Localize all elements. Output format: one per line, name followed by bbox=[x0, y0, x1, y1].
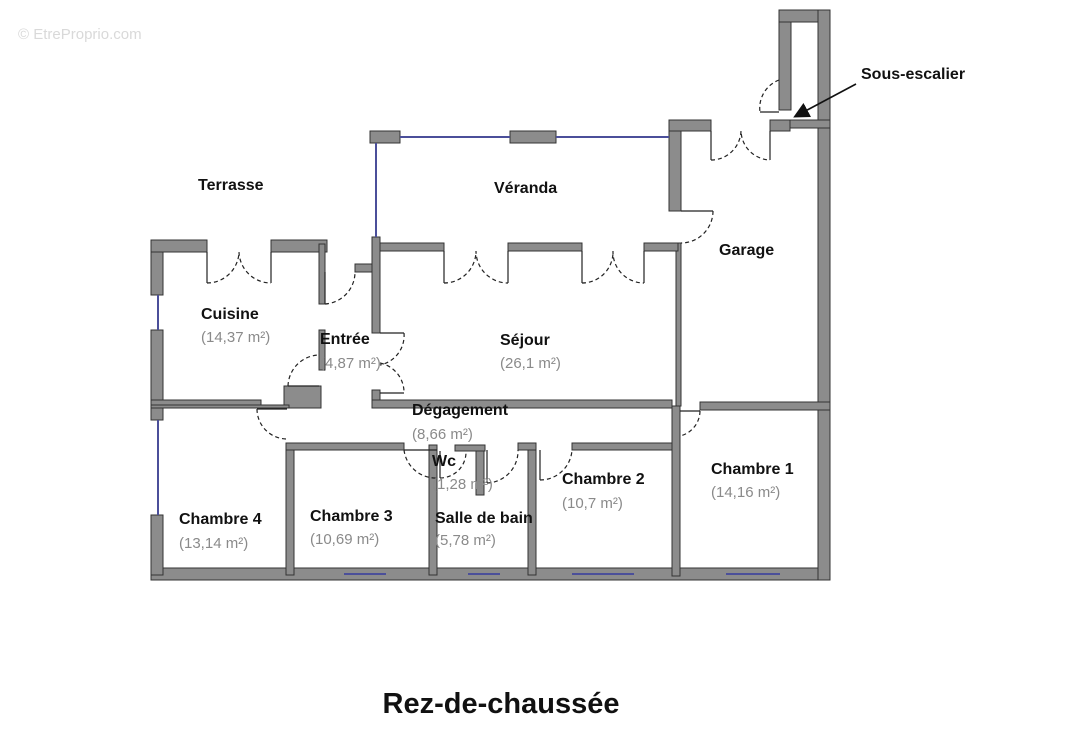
watermark: © EtreProprio.com bbox=[18, 26, 142, 43]
door-swing bbox=[539, 449, 573, 481]
wall-garage-top-right bbox=[769, 119, 791, 132]
cuisine-area: (14,37 m²) bbox=[201, 329, 271, 346]
wall-veranda-corner-left bbox=[369, 130, 401, 144]
wall-ch3-sdb bbox=[428, 444, 438, 576]
door-swing bbox=[403, 449, 438, 479]
wall-mid-sejour bbox=[371, 399, 673, 409]
door-swing bbox=[581, 250, 645, 284]
sous-escalier-label: Sous-escalier bbox=[861, 66, 966, 83]
degagement-label: Dégagement bbox=[412, 402, 509, 419]
chambre1-label: Chambre 1 bbox=[711, 461, 794, 478]
wall-wc-top bbox=[454, 444, 486, 452]
salle-de-bain-label: Salle de bain bbox=[435, 510, 533, 527]
windows bbox=[157, 136, 780, 575]
chambre4-label: Chambre 4 bbox=[179, 511, 262, 528]
wall-mid-kitchen-2 bbox=[283, 385, 322, 409]
chambre3-label: Chambre 3 bbox=[310, 508, 393, 525]
wall-mid-garage bbox=[699, 401, 831, 411]
terrasse-label: Terrasse bbox=[198, 177, 264, 194]
wall-sdb-top bbox=[517, 442, 537, 451]
door-swing bbox=[486, 449, 519, 484]
wall-cuisine-top-left bbox=[150, 239, 208, 253]
door-swing bbox=[710, 130, 771, 161]
door-swing bbox=[379, 332, 405, 366]
wall-sejour-top-3 bbox=[643, 242, 679, 252]
wall-stair-right bbox=[817, 9, 831, 129]
chambre2-area: (10,7 m²) bbox=[562, 495, 623, 512]
wall-entree-right bbox=[371, 236, 381, 334]
wall-left-lower bbox=[150, 514, 164, 576]
garage-label: Garage bbox=[719, 242, 775, 259]
wall-sejour-top-2 bbox=[507, 242, 583, 252]
wc-area: (1,28 m²) bbox=[432, 476, 493, 493]
wall-garage-veranda-upper bbox=[668, 130, 682, 212]
door-swing bbox=[287, 354, 320, 387]
door-swing bbox=[759, 79, 780, 113]
door-swing bbox=[206, 251, 272, 284]
wall-deg-kitchen bbox=[150, 404, 290, 409]
cuisine-label: Cuisine bbox=[201, 306, 259, 323]
walls bbox=[150, 9, 831, 581]
door-swing bbox=[439, 450, 467, 479]
chambre4-area: (13,14 m²) bbox=[179, 535, 249, 552]
wall-cuisine-top-right bbox=[270, 239, 328, 253]
chambre3-area: (10,69 m²) bbox=[310, 531, 380, 548]
entree-area: (4,87 m²) bbox=[320, 355, 381, 372]
wall-stair-left bbox=[778, 9, 792, 111]
wall-entree-left-top bbox=[318, 243, 326, 305]
wall-ch4-ch3 bbox=[285, 442, 295, 576]
wall-entree-left bbox=[318, 329, 326, 371]
door-swing bbox=[680, 210, 714, 244]
wall-garage-top-left bbox=[668, 119, 712, 132]
sejour-label: Séjour bbox=[500, 332, 550, 349]
wall-veranda-pillar bbox=[509, 130, 557, 144]
wall-ch2-top bbox=[571, 442, 677, 451]
degagement-area: (8,66 m²) bbox=[412, 426, 473, 443]
wall-garage-right bbox=[817, 122, 831, 581]
entree-label: Entrée bbox=[320, 331, 370, 348]
wall-ch3-top bbox=[285, 442, 405, 451]
door-swing bbox=[379, 362, 405, 394]
door-swing bbox=[256, 408, 288, 440]
wall-sejour-top-1 bbox=[371, 242, 445, 252]
door-swing bbox=[679, 410, 701, 437]
sejour-area: (26,1 m²) bbox=[500, 355, 561, 372]
floor-title: Rez-de-chaussée bbox=[382, 688, 620, 720]
door-swing bbox=[324, 271, 356, 305]
door-swing bbox=[443, 250, 509, 284]
sous-escalier-arrow bbox=[793, 83, 857, 118]
chambre2-label: Chambre 2 bbox=[562, 471, 645, 488]
salle-de-bain-area: (5,78 m²) bbox=[435, 532, 496, 549]
wc-label: Wc bbox=[432, 453, 456, 470]
wall-garage-veranda-lower bbox=[675, 242, 682, 407]
veranda-label: Véranda bbox=[494, 180, 558, 197]
wall-ch2-ch1 bbox=[671, 405, 681, 577]
chambre1-area: (14,16 m²) bbox=[711, 484, 781, 501]
doors bbox=[206, 79, 780, 484]
